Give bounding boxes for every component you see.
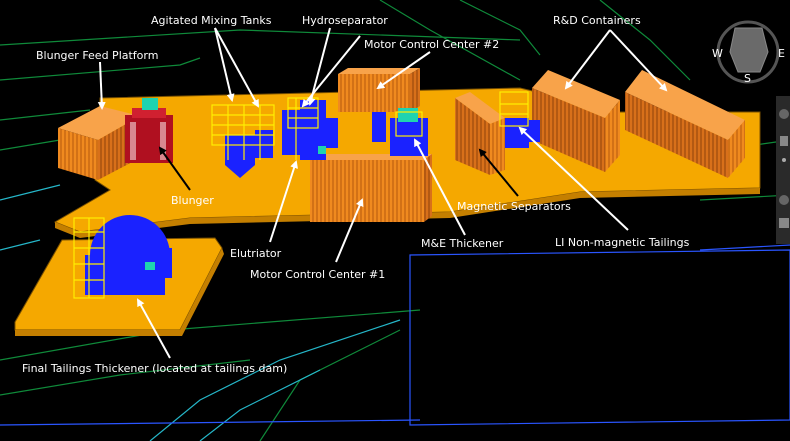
label-agitated-mixing-tanks: Agitated Mixing Tanks [151, 14, 272, 27]
label-rd-containers: R&D Containers [553, 14, 641, 27]
label-magnetic-separators: Magnetic Separators [457, 200, 571, 213]
li-tailings-equipment [499, 91, 540, 148]
walk-icon[interactable] [779, 218, 789, 228]
label-hydroseparator: Hydroseparator [302, 14, 388, 27]
label-me-thickener: M&E Thickener [421, 237, 504, 250]
compass-widget[interactable]: W S E [712, 20, 785, 85]
motor-control-center-1-building [310, 154, 432, 222]
label-elutriator: Elutriator [230, 247, 282, 260]
label-final-tailings-thickener: Final Tailings Thickener (located at tai… [22, 362, 287, 375]
compass-south-label: S [744, 72, 751, 85]
compass-west-label: W [712, 47, 723, 60]
motor-control-center-2-building [338, 68, 420, 112]
label-li-non-magnetic-tailings: LI Non-magnetic Tailings [555, 236, 690, 249]
hydroseparator-tanks [282, 97, 338, 160]
orbit-icon[interactable] [779, 109, 789, 119]
final-tailings-thickener [73, 215, 172, 299]
rd-container-right [625, 70, 745, 178]
label-blunger-feed-platform: Blunger Feed Platform [36, 49, 158, 62]
compass-east-label: E [778, 47, 785, 60]
magnetic-separators-equipment [372, 108, 428, 156]
agitated-mixing-tanks [211, 104, 275, 178]
callout-arrows-dark [158, 146, 519, 197]
pan-hand-icon[interactable] [780, 136, 788, 146]
rd-container-left [532, 70, 620, 172]
callout-arrows [97, 27, 668, 359]
label-motor-control-center-2: Motor Control Center #2 [364, 38, 499, 51]
label-motor-control-center-1: Motor Control Center #1 [250, 268, 385, 281]
look-icon[interactable] [779, 195, 789, 205]
zoom-dot-icon[interactable] [782, 158, 786, 162]
navigation-toolbar [776, 96, 790, 244]
label-blunger: Blunger [171, 194, 214, 207]
callout-labels: Blunger Feed Platform Agitated Mixing Ta… [22, 14, 690, 375]
